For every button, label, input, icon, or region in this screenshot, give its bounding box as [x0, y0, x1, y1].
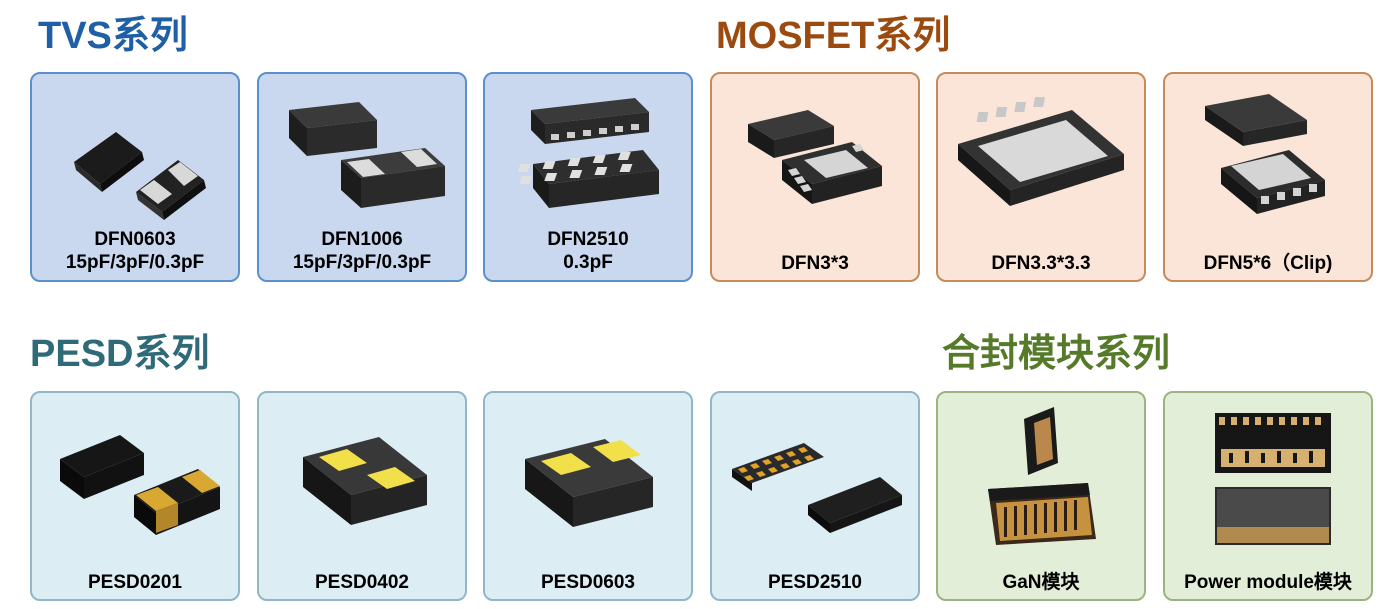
card-label: DFN0603 15pF/3pF/0.3pF: [32, 228, 238, 274]
card-label: DFN1006 15pF/3pF/0.3pF: [259, 228, 465, 274]
dfn1006-package-image: [289, 102, 445, 208]
product-card-pesd0603[interactable]: PESD0603: [483, 391, 693, 601]
package-name: DFN3*3: [781, 253, 849, 274]
section-title-tvs: TVS系列: [38, 15, 188, 57]
package-name: PESD0201: [87, 572, 182, 593]
package-name: DFN0603: [94, 229, 176, 250]
package-name: DFN2510: [547, 229, 629, 250]
product-card-dfn3x3[interactable]: DFN3*3: [710, 72, 920, 282]
dfn2510-package-image: [517, 98, 659, 208]
dfn33x33-package-image: [958, 97, 1124, 206]
product-card-pesd0402[interactable]: PESD0402: [257, 391, 467, 601]
dfn5x6-package-image: [1205, 94, 1325, 214]
capacitance-spec: 15pF/3pF/0.3pF: [292, 252, 432, 273]
pesd0402-package-image: [303, 437, 427, 525]
pesd0603-package-image: [525, 439, 653, 527]
package-name: PESD2510: [767, 572, 862, 593]
section-title-mosfet: MOSFET系列: [716, 15, 951, 57]
dfn0603-package-image: [74, 132, 206, 220]
product-card-dfn33x33[interactable]: DFN3.3*3.3: [936, 72, 1146, 282]
product-card-dfn5x6[interactable]: DFN5*6（Clip): [1163, 72, 1373, 282]
package-name: DFN1006: [321, 229, 403, 250]
capacitance-spec: 15pF/3pF/0.3pF: [65, 252, 205, 273]
product-card-dfn2510[interactable]: DFN2510 0.3pF: [483, 72, 693, 282]
capacitance-spec: 0.3pF: [563, 252, 613, 273]
package-name: DFN3.3*3.3: [991, 253, 1091, 274]
package-name: PESD0402: [314, 572, 409, 593]
product-card-gan-module[interactable]: GaN模块: [936, 391, 1146, 601]
package-name: PESD0603: [540, 572, 635, 593]
product-card-pesd2510[interactable]: PESD2510: [710, 391, 920, 601]
pesd2510-package-image: [732, 443, 902, 533]
power-module-image: [1215, 413, 1331, 545]
section-title-module: 合封模块系列: [942, 333, 1171, 375]
section-title-pesd: PESD系列: [30, 333, 210, 375]
product-card-dfn1006[interactable]: DFN1006 15pF/3pF/0.3pF: [257, 72, 467, 282]
dfn3x3-package-image: [748, 110, 882, 204]
pesd0201-package-image: [60, 435, 220, 535]
gan-module-image: [988, 407, 1096, 545]
product-card-power-module[interactable]: Power module模块: [1163, 391, 1373, 601]
package-name: GaN模块: [1002, 572, 1080, 593]
package-name: DFN5*6（Clip): [1203, 253, 1333, 274]
product-card-pesd0201[interactable]: PESD0201: [30, 391, 240, 601]
product-card-dfn0603[interactable]: DFN0603 15pF/3pF/0.3pF: [30, 72, 240, 282]
card-label: DFN2510 0.3pF: [485, 228, 691, 274]
package-name: Power module模块: [1184, 572, 1352, 593]
